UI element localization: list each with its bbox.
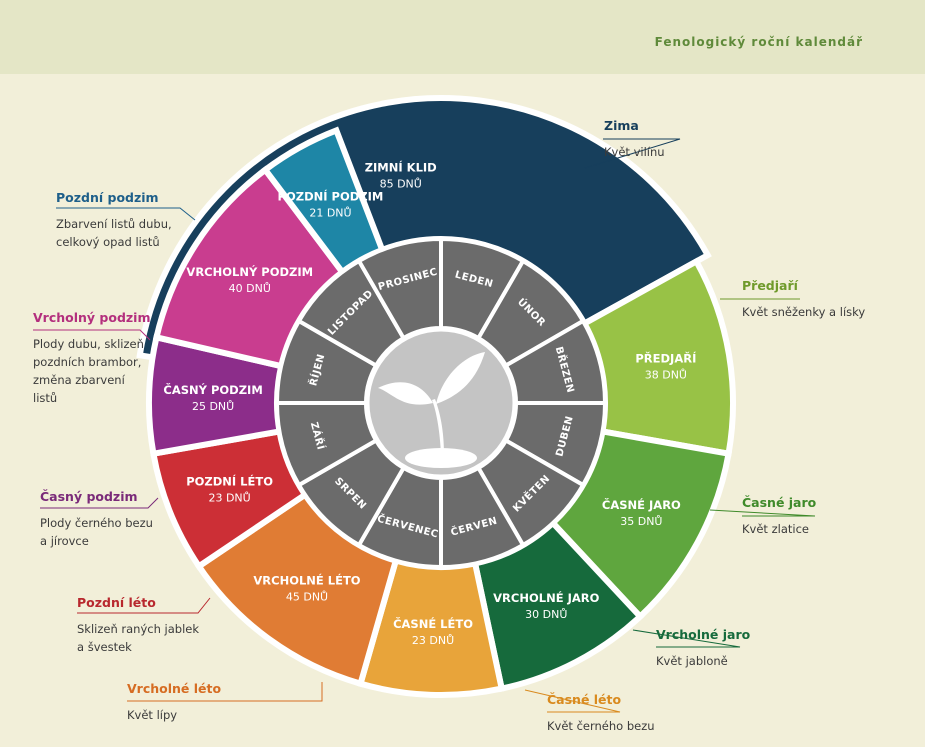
callout-description-line: Plody dubu, sklizeň — [33, 337, 144, 351]
callout-description-line: listů — [33, 391, 58, 405]
season-days-label: 45 DNŮ — [286, 590, 328, 603]
callout-description-line: Květ jabloně — [656, 654, 728, 668]
month-wedge-2: ÚNOR — [475, 258, 586, 369]
callout-description-line: Květ zlatice — [742, 522, 809, 536]
callout-description-line: a jírovce — [40, 534, 89, 548]
month-wedge-5: KVĚTEN — [475, 437, 586, 548]
callout-title: Vrcholné jaro — [656, 627, 751, 642]
callout-leader-line — [33, 329, 151, 341]
month-wedge-6: ČERVEN — [439, 465, 526, 570]
season-days-label: 23 DNŮ — [208, 491, 250, 504]
season-days-label: 38 DNŮ — [645, 368, 687, 381]
callout-description-line: Květ lípy — [127, 708, 178, 722]
season-days-label: 85 DNŮ — [380, 178, 422, 191]
season-name-label: POZDNÍ LÉTO — [186, 473, 273, 488]
callout-leader-line — [584, 138, 681, 169]
callout-leader-line — [40, 497, 159, 509]
callout-title: Časné jaro — [742, 495, 817, 510]
callout-description-line: Sklizeň raných jablek — [77, 622, 200, 636]
season-name-label: VRCHOLNÉ JARO — [493, 590, 599, 605]
callout-description-line: a švestek — [77, 640, 132, 654]
seedling-icon — [378, 352, 485, 468]
season-name-label: POZDNÍ PODZIM — [278, 189, 384, 204]
page-title: Fenologický roční kalendář — [654, 35, 863, 49]
callout-description-line: změna zbarvení — [33, 373, 125, 387]
month-wedge-11: LISTOPAD — [296, 258, 407, 369]
season-segment-vrcholne-leto: VRCHOLNÉ LÉTO 45 DNŮ — [194, 490, 400, 688]
season-name-label: VRCHOLNÉ LÉTO — [253, 572, 360, 587]
season-days-label: 21 DNŮ — [309, 207, 351, 220]
season-name-label: ZIMNÍ KLID — [365, 160, 437, 175]
month-wedge-8: SRPEN — [296, 437, 407, 548]
season-name-label: PŘEDJAŘÍ — [635, 350, 696, 365]
season-days-label: 30 DNŮ — [525, 608, 567, 621]
callout-description-line: Květ sněženky a lísky — [742, 305, 866, 319]
callout-title: Vrcholné léto — [127, 681, 222, 696]
callout-leader-line — [127, 682, 323, 702]
callout-leaders — [33, 138, 816, 713]
season-days-label: 40 DNŮ — [229, 282, 271, 295]
callout-title: Předjaří — [742, 278, 798, 293]
month-wedge-shape — [356, 236, 443, 341]
month-wedge-9: ZÁŘÍ — [274, 401, 379, 488]
callout-description-line: pozdních brambor, — [33, 355, 142, 369]
callout-title: Časný podzim — [40, 489, 138, 504]
month-ring: LEDENÚNORBŘEZENDUBENKVĚTENČERVENČERVENEC… — [274, 236, 608, 570]
header-bar: Fenologický roční kalendář — [0, 0, 925, 74]
callout-leader-line — [709, 509, 816, 517]
callout-leader-line — [77, 597, 211, 614]
callout-description-line: celkový opad listů — [56, 235, 160, 249]
callout-leader-line — [56, 207, 196, 221]
season-days-label: 35 DNŮ — [620, 515, 662, 528]
callout-title: Zima — [604, 118, 639, 133]
callout-description-line: Plody černého bezu — [40, 516, 153, 530]
season-name-label: ČASNÉ JARO — [602, 497, 681, 512]
callout-description-line: Květ vilínu — [604, 145, 665, 159]
callout-title: Vrcholný podzim — [33, 310, 151, 325]
season-name-label: ČASNÝ PODZIM — [163, 382, 262, 397]
callout-description-line: Zbarvení listů dubu, — [56, 217, 172, 231]
callout-title: Pozdní léto — [77, 595, 156, 610]
callout-title: Časné léto — [547, 692, 622, 707]
season-days-label: 25 DNŮ — [192, 400, 234, 413]
season-days-label: 23 DNŮ — [412, 634, 454, 647]
season-name-label: ČASNÉ LÉTO — [393, 616, 473, 631]
center-hub — [366, 328, 516, 478]
month-wedge-12: PROSINEC — [356, 236, 443, 341]
season-name-label: VRCHOLNÝ PODZIM — [186, 264, 313, 279]
callout-leader-line — [524, 689, 621, 713]
callout-leader-line — [632, 629, 741, 648]
season-ring: ZIMNÍ KLID 85 DNŮ PŘEDJAŘÍ 38 DNŮ ČASNÉ JARO… — [136, 95, 736, 698]
callout-description-line: Květ černého bezu — [547, 719, 655, 733]
callout-title: Pozdní podzim — [56, 190, 159, 205]
month-wedge-1: LEDEN — [439, 236, 526, 341]
